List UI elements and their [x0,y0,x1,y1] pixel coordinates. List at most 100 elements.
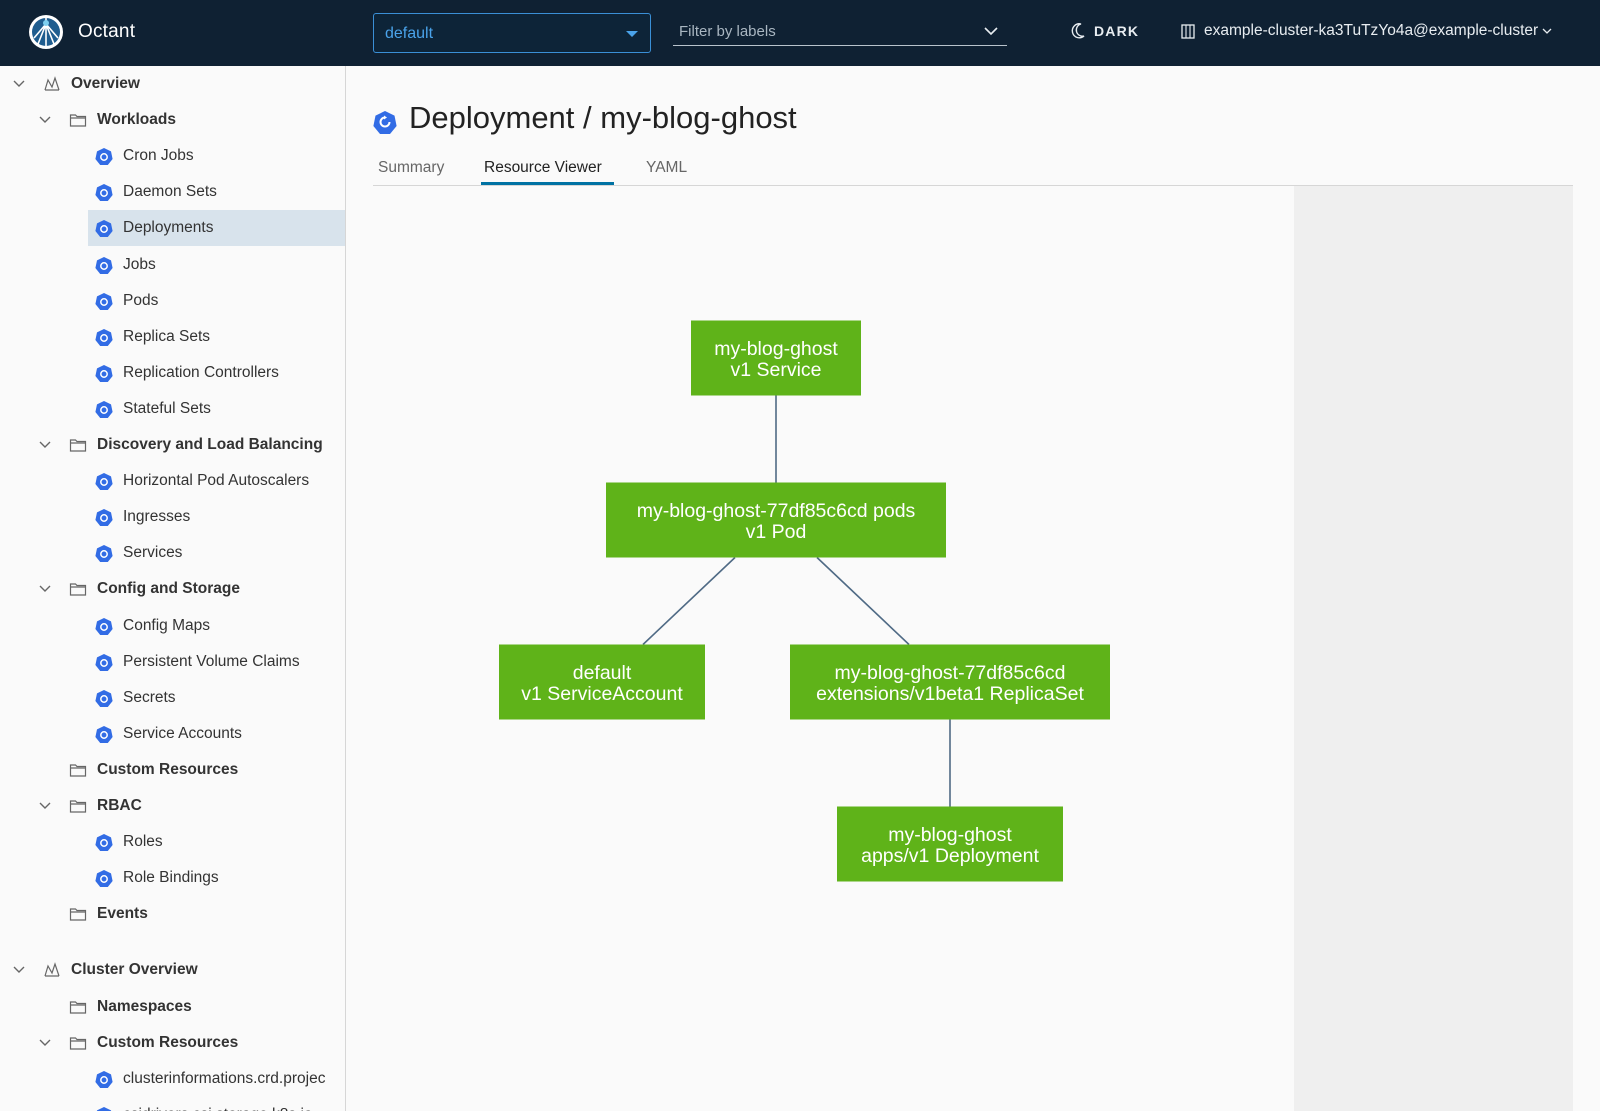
chevron-down-icon[interactable] [38,799,52,813]
cronjob-icon [95,148,113,166]
graph-node-box[interactable] [606,482,946,558]
sidebar-item-custom-resources[interactable]: Custom Resources [0,752,345,788]
overview-icon [44,962,60,977]
rolebinding-icon [95,870,113,888]
sidebar-item-pods[interactable]: Pods [0,283,345,319]
graph-node-replicaset[interactable]: my-blog-ghost-77df85c6cdextensions/v1bet… [790,644,1110,720]
serviceaccount-icon [95,725,113,743]
sidebar-item-overview[interactable]: Overview [0,66,345,102]
chevron-down-icon[interactable] [38,1036,52,1050]
chevron-down-icon[interactable] [38,582,52,596]
chevron-down-icon[interactable] [12,77,26,91]
sidebar-item-label: Role Bindings [123,869,219,887]
overview-icon [44,76,60,91]
crd-icon [96,1106,112,1111]
context-label: example-cluster-ka3TuTzYo4a@example-clus… [1204,22,1539,39]
sidebar-item-rbac[interactable]: RBAC [0,788,345,824]
label-filter-input[interactable]: Filter by labels [673,18,1007,46]
sidebar-item-clusterinformations-crd-projec[interactable]: clusterinformations.crd.projec [0,1061,345,1097]
chevron-down-icon[interactable] [983,24,999,38]
sidebar-item-jobs[interactable]: Jobs [0,247,345,283]
label-filter-placeholder: Filter by labels [679,23,776,40]
configmap-icon [95,617,113,635]
sidebar-item-label: Service Accounts [123,724,242,742]
dark-mode-toggle[interactable]: DARK [1070,22,1139,40]
sidebar-item-stateful-sets[interactable]: Stateful Sets [0,391,345,427]
graph-node-name: default [573,662,632,684]
sidebar-item-events[interactable]: Events [0,896,345,932]
graph-node-box[interactable] [837,806,1063,882]
tab-yaml[interactable]: YAML [646,159,688,176]
graph-node-box[interactable] [499,644,705,720]
folder-icon [69,764,87,777]
namespace-value: default [385,25,434,42]
pod-icon [95,292,113,310]
sidebar-item-label: Jobs [123,255,156,273]
top-header: Octant default Filter by labels DARK exa… [0,0,1600,66]
job-icon [95,256,113,274]
sidebar-item-deployments[interactable]: Deployments [0,210,345,247]
chevron-down-icon[interactable] [38,438,52,452]
main-content: Deployment / my-blog-ghost Summary Resou… [347,66,1600,1111]
sidebar-item-persistent-volume-claims[interactable]: Persistent Volume Claims [0,644,345,680]
sidebar-item-label: Config Maps [123,616,211,634]
sidebar-item-label: Persistent Volume Claims [123,652,300,670]
octant-logo-icon [29,15,63,49]
sidebar-item-label: Services [123,544,183,562]
sidebar-item-csidrivers-csi-storage-k8s-io[interactable]: csidrivers.csi.storage.k8s.io [0,1097,345,1111]
brand[interactable]: Octant [28,12,135,52]
graph-node-box[interactable] [691,320,861,396]
pvc-icon [95,653,113,671]
sidebar-item-cluster-overview[interactable]: Cluster Overview [0,952,345,988]
context-selector[interactable]: example-cluster-ka3TuTzYo4a@example-clus… [1180,22,1552,40]
ingress-icon [95,509,113,527]
chevron-down-icon[interactable] [38,113,52,127]
replication-controller-icon [95,364,113,382]
sidebar-item-ingresses[interactable]: Ingresses [0,499,345,535]
sidebar-item-config-and-storage[interactable]: Config and Storage [0,571,345,607]
sidebar-item-workloads[interactable]: Workloads [0,102,345,138]
sidebar-item-cron-jobs[interactable]: Cron Jobs [0,138,345,174]
sidebar-item-label: Horizontal Pod Autoscalers [123,472,310,490]
graph-node-kind: apps/v1 Deployment [861,845,1039,867]
dark-mode-label: DARK [1094,23,1140,39]
sidebar-item-replication-controllers[interactable]: Replication Controllers [0,355,345,391]
caret-down-icon [626,31,638,37]
sidebar-item-service-accounts[interactable]: Service Accounts [0,716,345,752]
sidebar-item-roles[interactable]: Roles [0,824,345,860]
sidebar-item-role-bindings[interactable]: Role Bindings [0,860,345,896]
sidebar-item-label: Custom Resources [97,1033,239,1051]
sidebar-item-secrets[interactable]: Secrets [0,680,345,716]
sidebar-item-label: Ingresses [123,508,191,526]
tab-resource-viewer[interactable]: Resource Viewer [484,159,602,176]
sidebar-item-daemon-sets[interactable]: Daemon Sets [0,174,345,210]
graph-node-box[interactable] [790,644,1110,720]
sidebar-item-label: Workloads [97,111,176,129]
sidebar-item-custom-resources[interactable]: Custom Resources [0,1025,345,1061]
app-name: Octant [78,21,136,42]
graph-node-name: my-blog-ghost [714,338,838,360]
statefulset-icon [95,400,113,418]
folder-icon [69,800,87,813]
sidebar-item-horizontal-pod-autoscalers[interactable]: Horizontal Pod Autoscalers [0,463,345,499]
hpa-icon [95,473,113,491]
sidebar-item-services[interactable]: Services [0,535,345,571]
sidebar-item-label: Cron Jobs [123,147,194,165]
sidebar-item-namespaces[interactable]: Namespaces [0,989,345,1025]
cluster-icon [1181,24,1195,39]
namespace-select[interactable]: default [373,13,651,53]
sidebar-item-replica-sets[interactable]: Replica Sets [0,319,345,355]
graph-edge-pods-replicaset [816,556,910,646]
sidebar-item-discovery-and-load-balancing[interactable]: Discovery and Load Balancing [0,427,345,463]
resource-detail-panel [1294,186,1573,1111]
sidebar-item-config-maps[interactable]: Config Maps [0,608,345,644]
chevron-down-icon[interactable] [12,963,26,977]
graph-node-kind: extensions/v1beta1 ReplicaSet [816,683,1084,705]
tab-summary[interactable]: Summary [378,159,445,176]
